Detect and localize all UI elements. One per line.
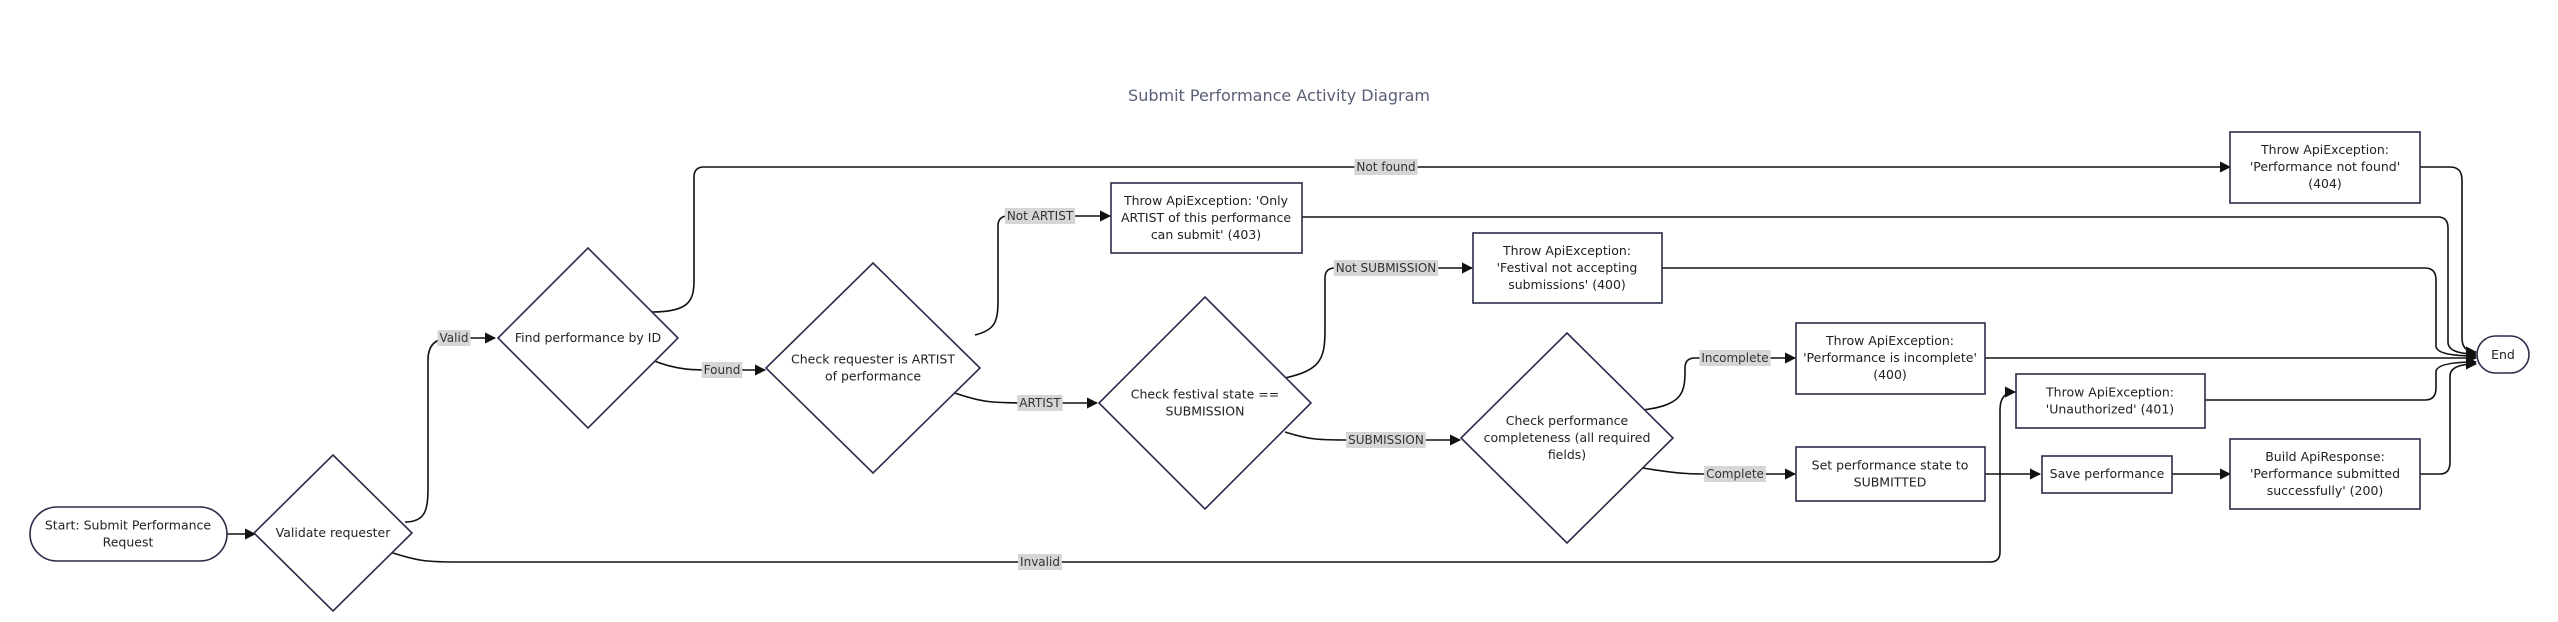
edge-label-complete: Complete	[1704, 466, 1766, 482]
error-incomplete-label: Throw ApiException:'Performance is incom…	[1803, 333, 1977, 382]
svg-text:Not SUBMISSION: Not SUBMISSION	[1336, 261, 1437, 275]
edge-label-found: Found	[701, 362, 743, 378]
svg-text:Valid: Valid	[440, 331, 469, 345]
end-node[interactable]	[2476, 335, 2530, 374]
edge-label-submission: SUBMISSION	[1346, 432, 1426, 448]
edge-find-not-found	[651, 161, 2232, 313]
edge-only-artist-end	[1302, 216, 2478, 360]
start-node[interactable]	[29, 506, 228, 562]
check-festival-state-label: Check festival state ==SUBMISSION	[1131, 387, 1280, 419]
edge-build-end	[2420, 358, 2478, 475]
validate-requester-label: Validate requester	[276, 525, 392, 540]
svg-text:Not ARTIST: Not ARTIST	[1007, 209, 1074, 223]
error-not-accepting-label: Throw ApiException:'Festival not accepti…	[1497, 243, 1638, 292]
validate-requester-decision[interactable]	[252, 453, 414, 613]
error-not-accepting-box[interactable]	[1472, 232, 1663, 304]
svg-text:Complete: Complete	[1706, 467, 1764, 481]
diagram-title: Submit Performance Activity Diagram	[1128, 86, 1430, 105]
save-performance-box[interactable]	[2041, 455, 2173, 494]
edge-label-not-submission: Not SUBMISSION	[1333, 260, 1439, 276]
find-performance-decision[interactable]	[496, 246, 680, 430]
edge-label-invalid: Invalid	[1018, 554, 1062, 570]
svg-text:ARTIST: ARTIST	[1019, 396, 1061, 410]
edge-check-state-not-submission	[1284, 262, 1474, 379]
check-festival-state-decision[interactable]	[1097, 295, 1313, 511]
find-performance-label: Find performance by ID	[515, 330, 661, 345]
svg-text:Incomplete: Incomplete	[1701, 351, 1768, 365]
edge-labels: Valid Invalid Found Not found ARTIST Not…	[437, 159, 1771, 570]
error-unauthorized-label: Throw ApiException:'Unauthorized' (401)	[2045, 385, 2174, 417]
edge-unauthorized-end	[2205, 356, 2478, 401]
edge-label-incomplete: Incomplete	[1699, 350, 1771, 366]
svg-text:Invalid: Invalid	[1020, 555, 1060, 569]
error-only-artist-box[interactable]	[1110, 182, 1303, 254]
edge-check-artist-not-artist	[974, 210, 1112, 336]
edge-label-artist: ARTIST	[1017, 395, 1063, 411]
set-state-box[interactable]	[1795, 446, 1986, 502]
edge-label-not-artist: Not ARTIST	[1004, 208, 1076, 224]
check-completeness-decision[interactable]	[1459, 331, 1675, 545]
svg-text:Not found: Not found	[1356, 160, 1415, 174]
edge-label-not-found: Not found	[1354, 159, 1418, 175]
edge-check-complete-incomplete	[1642, 352, 1797, 411]
end-node-label: End	[2491, 347, 2515, 362]
edge-not-accepting-end	[1662, 267, 2478, 362]
save-performance-label: Save performance	[2050, 466, 2165, 481]
edges	[227, 161, 2478, 563]
build-response-label: Build ApiResponse:'Performance submitted…	[2250, 449, 2400, 498]
edge-label-valid: Valid	[437, 330, 471, 346]
error-not-found-box[interactable]	[2229, 131, 2421, 204]
edge-validate-find-valid	[404, 332, 497, 523]
svg-text:Found: Found	[704, 363, 741, 377]
edge-validate-unauthorized-invalid	[389, 386, 2017, 563]
svg-text:SUBMISSION: SUBMISSION	[1348, 433, 1424, 447]
error-not-found-label: Throw ApiException:'Performance not foun…	[2250, 142, 2400, 191]
build-response-box[interactable]	[2229, 438, 2421, 510]
error-unauthorized-box[interactable]	[2015, 373, 2206, 429]
check-artist-decision[interactable]	[764, 261, 982, 475]
error-incomplete-box[interactable]	[1795, 322, 1986, 395]
